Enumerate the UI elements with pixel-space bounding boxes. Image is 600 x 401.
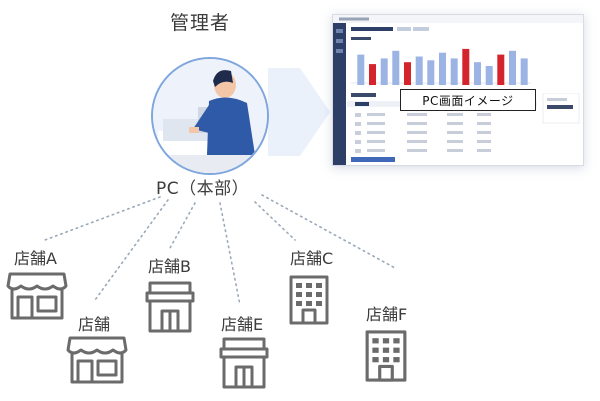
screen-chart-bar <box>485 66 493 85</box>
screen-chart-bar <box>369 64 376 85</box>
screen-bar-chart <box>357 48 528 85</box>
store-label: 店舗 <box>78 315 111 334</box>
admin-title: 管理者 <box>170 12 231 34</box>
store-label-f: 店舗F <box>366 305 408 324</box>
store-label-c: 店舗C <box>290 249 334 268</box>
pc-screen-mockup <box>332 14 584 166</box>
screen-chart-bar <box>392 50 400 85</box>
connector-to-store-f <box>261 194 396 269</box>
screen-chart-bar <box>509 50 516 85</box>
screen-chart-bar <box>520 58 528 85</box>
storefront-awning-icon <box>6 272 68 320</box>
screen-chart-bar <box>357 54 365 85</box>
arrow-to-screen <box>268 68 330 156</box>
screen-chart-bar <box>474 62 481 85</box>
office-building-icon <box>289 275 329 325</box>
screen-chart-bar <box>497 54 505 85</box>
shop-building-icon <box>145 281 195 333</box>
screen-chart-bar <box>404 62 411 85</box>
screen-chart-bar <box>450 58 458 85</box>
connector-to-store-b <box>169 202 196 249</box>
admin-avatar <box>151 57 269 175</box>
person-at-computer-icon <box>153 59 267 173</box>
screen-chart-bar <box>380 58 388 85</box>
connector-to-store-c <box>254 201 296 241</box>
screen-chart-bar <box>462 48 470 85</box>
store-label-a: 店舗A <box>14 249 57 268</box>
shop-building-icon <box>219 337 269 389</box>
connector-to-store-e <box>219 202 241 306</box>
storefront-awning-icon <box>66 336 128 384</box>
office-building-icon <box>365 330 407 382</box>
store-label-b: 店舗B <box>148 257 191 276</box>
store-label-e: 店舗E <box>221 315 264 334</box>
pc-label: PC（本部） <box>156 179 250 199</box>
screen-chart-bar <box>427 60 435 85</box>
connector-to-store <box>94 199 169 301</box>
screen-caption: PC画面イメージ <box>400 89 536 111</box>
screen-chart-bar <box>415 56 423 85</box>
connector-to-store-a <box>44 196 161 241</box>
screen-chart-bar <box>439 52 446 85</box>
